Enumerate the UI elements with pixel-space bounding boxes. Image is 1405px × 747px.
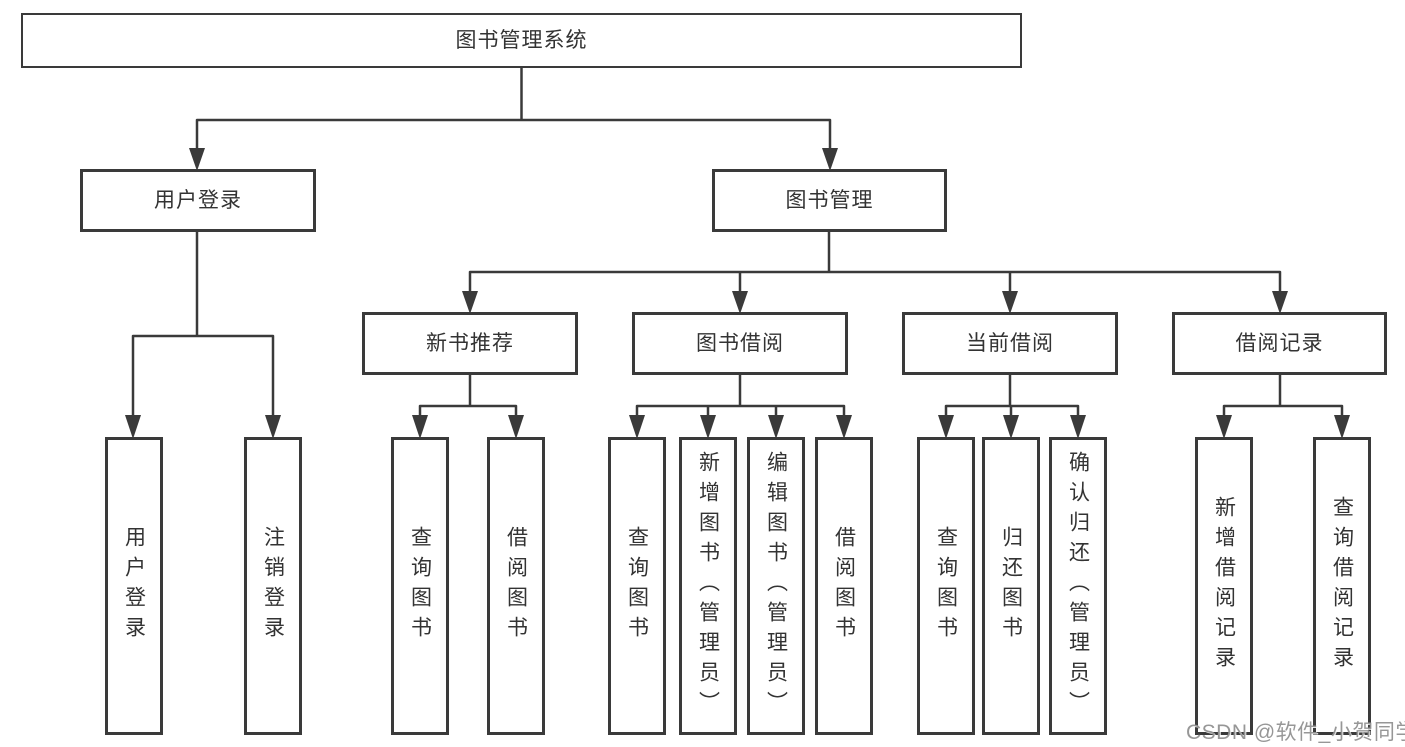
leaf-edit-books-admin: 编辑图书（管理员） bbox=[747, 437, 805, 735]
leaf-confirm-return-admin: 确认归还（管理员） bbox=[1049, 437, 1107, 735]
leaf-search-books-current: 查询图书 bbox=[917, 437, 975, 735]
leaf-add-books-admin: 新增图书（管理员） bbox=[679, 437, 737, 735]
node-book-borrowing: 图书借阅 bbox=[632, 312, 848, 375]
node-current-borrowing: 当前借阅 bbox=[902, 312, 1118, 375]
node-borrowing-records: 借阅记录 bbox=[1172, 312, 1387, 375]
leaf-search-books-recommend: 查询图书 bbox=[391, 437, 449, 735]
leaf-user-login: 用户登录 bbox=[105, 437, 163, 735]
node-book-management: 图书管理 bbox=[712, 169, 947, 232]
leaf-borrow-books-recommend: 借阅图书 bbox=[487, 437, 545, 735]
leaf-logout: 注销登录 bbox=[244, 437, 302, 735]
arrowheads bbox=[125, 148, 1350, 439]
leaf-borrow-books-borrowing: 借阅图书 bbox=[815, 437, 873, 735]
node-library-management-system: 图书管理系统 bbox=[21, 13, 1022, 68]
leaf-add-borrow-record: 新增借阅记录 bbox=[1195, 437, 1253, 735]
leaf-return-books: 归还图书 bbox=[982, 437, 1040, 735]
node-user-login: 用户登录 bbox=[80, 169, 316, 232]
node-new-book-recommendation: 新书推荐 bbox=[362, 312, 578, 375]
csdn-watermark: CSDN @软件_小贺同学 bbox=[1186, 721, 1405, 744]
leaf-search-books-borrowing: 查询图书 bbox=[608, 437, 666, 735]
leaf-search-borrow-record: 查询借阅记录 bbox=[1313, 437, 1371, 735]
